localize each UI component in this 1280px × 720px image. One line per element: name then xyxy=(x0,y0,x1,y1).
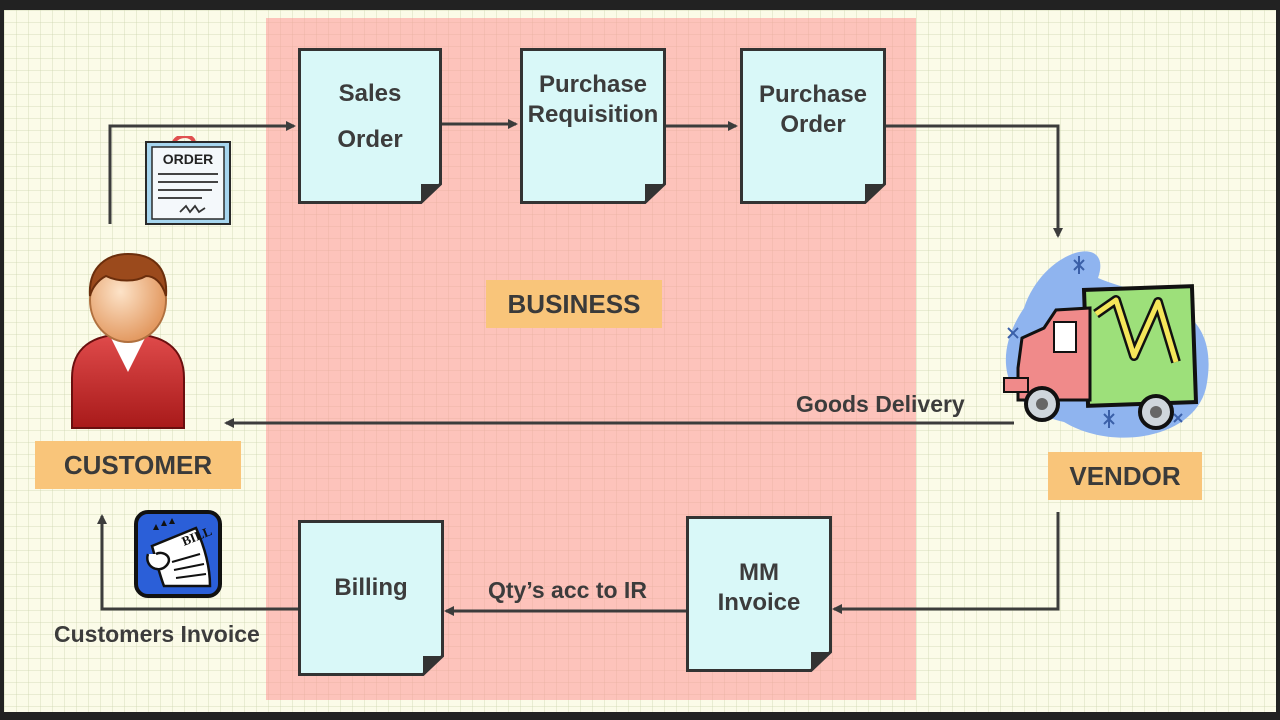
diagram-canvas: Sales Order Purchase Requisition Purchas… xyxy=(4,10,1276,712)
order-document-icon: ORDER xyxy=(142,134,234,226)
qty-ir-label: Qty’s acc to IR xyxy=(488,577,647,603)
customer-person-icon xyxy=(66,248,190,432)
vendor-truck-icon xyxy=(994,238,1216,444)
flow-arrows xyxy=(97,119,1063,616)
goods-delivery-label: Goods Delivery xyxy=(796,391,965,417)
business-tag: BUSINESS xyxy=(486,280,662,328)
sales-order-label: Sales Order xyxy=(337,80,403,153)
customer-tag: CUSTOMER xyxy=(35,441,241,489)
arrow-purchase-order-to-vendor xyxy=(884,124,1063,238)
customers-invoice-label: Customers Invoice xyxy=(54,621,260,647)
billing-doc: Billing xyxy=(298,520,444,676)
billing-label: Billing xyxy=(334,574,408,601)
arrow-vendor-to-mm-invoice xyxy=(832,512,1060,614)
vendor-tag: VENDOR xyxy=(1048,452,1202,500)
sales-order-doc: Sales Order xyxy=(298,48,442,204)
purchase-requisition-doc: Purchase Requisition xyxy=(520,48,666,204)
mm-invoice-doc: MM Invoice xyxy=(686,516,832,672)
purchase-requisition-label: Purchase Requisition xyxy=(527,71,659,128)
purchase-order-doc: Purchase Order xyxy=(740,48,886,204)
mm-invoice-label: MM Invoice xyxy=(717,559,801,616)
order-icon-text: ORDER xyxy=(163,151,214,167)
bill-icon: BILL xyxy=(134,510,222,598)
arrow-billing-to-customer xyxy=(97,514,298,611)
purchase-order-label: Purchase Order xyxy=(758,81,868,138)
arrow-customer-to-sales-order xyxy=(108,121,296,224)
